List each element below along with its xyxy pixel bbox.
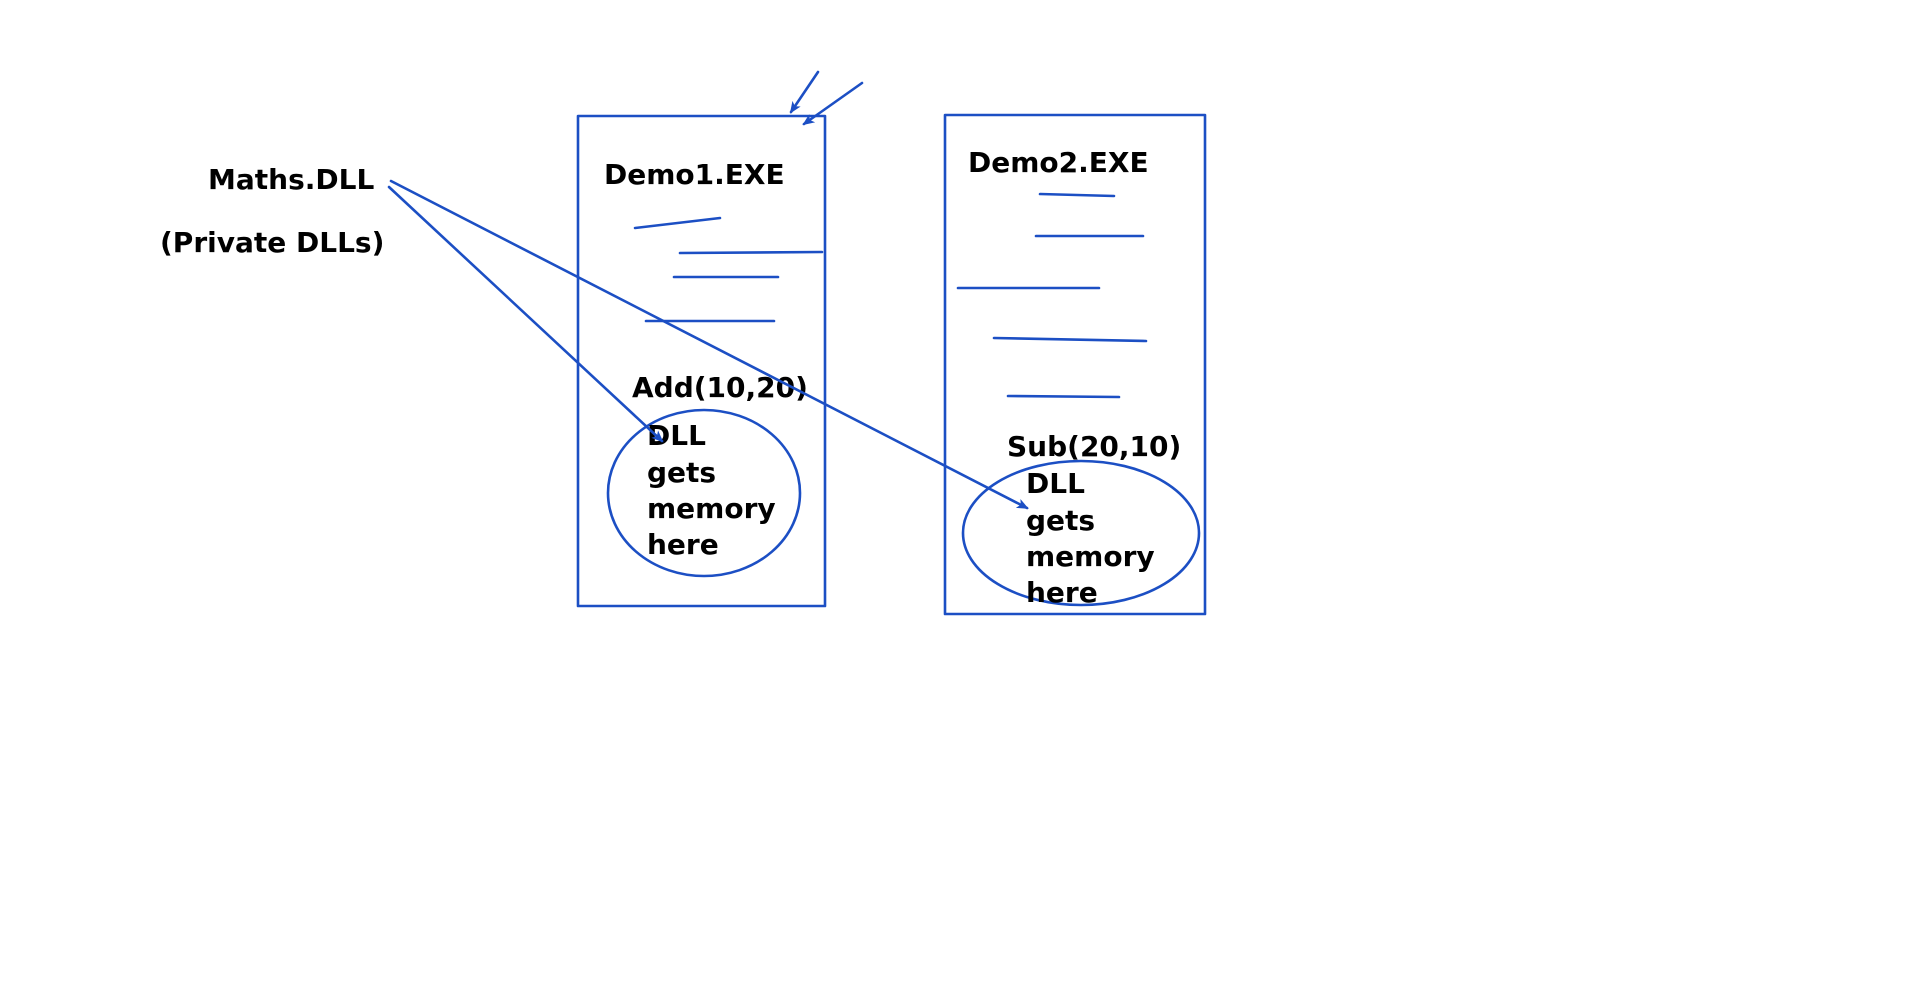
demo1-exe-box: Demo1.EXE Add(10,20) DLL gets memory her… <box>576 114 827 608</box>
demo2-exe-title: Demo2.EXE <box>968 146 1149 179</box>
demo2-code-line-5 <box>1006 394 1121 399</box>
demo1-memory-note-line: here <box>647 528 719 561</box>
demo2-exe-box: Demo2.EXE Sub(20,10) DLL gets memory her… <box>943 113 1207 616</box>
demo2-sub-call: Sub(20,10) <box>1007 430 1181 463</box>
demo1-memory-note-line: memory <box>647 492 776 525</box>
demo2-memory-note-line: DLL <box>1026 467 1085 500</box>
maths-dll-label: Maths.DLL <box>208 163 374 196</box>
demo2-code-line-1 <box>1038 192 1116 198</box>
copy-arrow-to-demo2 <box>389 179 1029 510</box>
demo2-code-line-4 <box>992 336 1148 343</box>
demo1-exe-title: Demo1.EXE <box>604 158 785 191</box>
demo1-add-call: Add(10,20) <box>632 371 808 404</box>
demo2-exe-border <box>943 113 1207 616</box>
demo2-memory-note-line: gets <box>1026 504 1095 537</box>
demo1-dll-memory-region <box>606 408 802 578</box>
demo2-memory-note: DLL gets memory here <box>1026 467 1164 609</box>
pointer-arrow-2 <box>802 81 864 126</box>
demo1-code-line-1 <box>633 216 722 230</box>
copy-arrow-to-demo1 <box>387 185 664 443</box>
demo1-memory-note-line: gets <box>647 456 716 489</box>
demo1-exe-border <box>576 114 827 608</box>
demo2-dll-memory-region <box>961 459 1201 607</box>
private-dlls-label: (Private DLLs) <box>160 226 384 259</box>
pointer-arrow-1 <box>789 70 820 114</box>
demo1-code-line-2 <box>678 250 824 255</box>
demo1-memory-note: DLL gets memory here <box>647 419 785 561</box>
demo2-memory-note-line: memory <box>1026 540 1155 573</box>
demo2-memory-note-line: here <box>1026 576 1098 609</box>
